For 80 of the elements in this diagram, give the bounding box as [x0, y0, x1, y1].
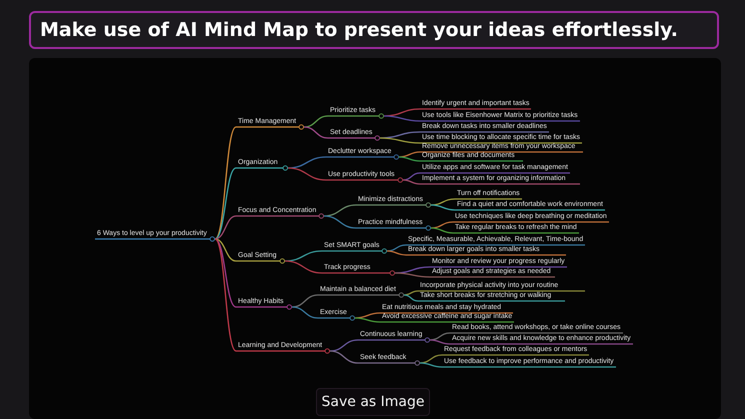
mind-map-node	[420, 164, 570, 176]
branch-connector	[214, 126, 236, 240]
mind-map-node	[455, 201, 605, 213]
mind-map-node	[430, 268, 555, 280]
branch-connector	[284, 260, 322, 274]
branch-connector	[324, 204, 356, 217]
mind-map-node	[356, 219, 431, 231]
branch-connector	[430, 221, 454, 229]
branch-connector	[214, 215, 236, 240]
mind-map-node	[326, 148, 399, 160]
mind-map-node	[328, 129, 380, 141]
mind-map-node	[420, 152, 523, 164]
branch-connector	[402, 172, 420, 181]
branch-connector	[292, 306, 318, 319]
branch-connector	[404, 290, 418, 296]
branch-connector	[384, 108, 420, 117]
mind-map-node	[450, 335, 633, 347]
mind-map-node	[318, 309, 355, 321]
branch-connector	[430, 339, 450, 345]
mind-map-node	[322, 264, 395, 276]
mind-map-node	[356, 196, 431, 208]
branch-connector	[304, 115, 328, 128]
branch-connector	[330, 350, 358, 364]
mind-map-node	[450, 324, 623, 336]
branch-connector	[380, 137, 420, 144]
branch-connector	[284, 250, 322, 262]
branch-connector	[398, 156, 420, 162]
mind-map-node	[380, 313, 514, 325]
branch-connector	[214, 238, 236, 308]
mind-map-node	[328, 107, 384, 119]
branch-connector	[402, 179, 420, 185]
branch-connector	[354, 312, 380, 319]
branch-connector	[288, 167, 326, 181]
branch-connector	[324, 215, 356, 229]
mind-map-node	[236, 207, 324, 219]
branch-connector	[214, 238, 236, 352]
heading-banner: Make use of AI Mind Map to present your ideas effortlessly.	[29, 11, 719, 49]
mind-map-node	[326, 171, 403, 183]
mind-map-node	[236, 118, 304, 130]
mind-map-node	[420, 112, 580, 124]
branch-connector	[384, 115, 420, 122]
branch-connector	[214, 238, 236, 262]
branch-connector	[304, 126, 328, 139]
mind-map-node	[453, 213, 609, 225]
branch-connector	[420, 354, 442, 364]
mind-map-node	[318, 286, 404, 298]
branch-connector	[330, 339, 358, 352]
mind-map-node	[442, 346, 589, 358]
mind-map-node	[420, 100, 531, 112]
mind-map-node	[322, 242, 387, 254]
mind-map-node	[453, 224, 579, 236]
mind-map-node	[236, 298, 292, 310]
branch-connector	[404, 294, 418, 302]
branch-connector	[214, 167, 236, 240]
mind-map-node	[236, 159, 288, 171]
branch-connector	[354, 317, 380, 323]
branch-connector	[430, 204, 456, 211]
mind-map-node	[236, 342, 330, 354]
save-image-button: Save as Image	[316, 388, 430, 416]
branch-connector	[394, 272, 430, 278]
mind-map-node	[455, 190, 522, 202]
mind-map-node	[420, 123, 549, 135]
branch-connector	[386, 244, 406, 252]
mind-map-node	[442, 358, 616, 370]
branch-connector	[430, 227, 454, 234]
branch-connector	[430, 198, 456, 206]
branch-connector	[430, 332, 450, 341]
mind-map-node	[95, 230, 215, 242]
mind-map-node	[236, 252, 285, 264]
branch-connector	[288, 156, 326, 169]
branch-connector	[420, 362, 442, 368]
mind-map-node	[418, 292, 565, 304]
branch-connector	[386, 250, 406, 256]
mind-map-node	[406, 246, 566, 258]
branch-connector	[398, 151, 420, 158]
branch-connector	[292, 294, 318, 308]
mind-map-node	[358, 331, 430, 343]
mind-map-node	[358, 354, 420, 366]
branch-connector	[394, 266, 430, 274]
mind-map-node	[420, 175, 580, 187]
